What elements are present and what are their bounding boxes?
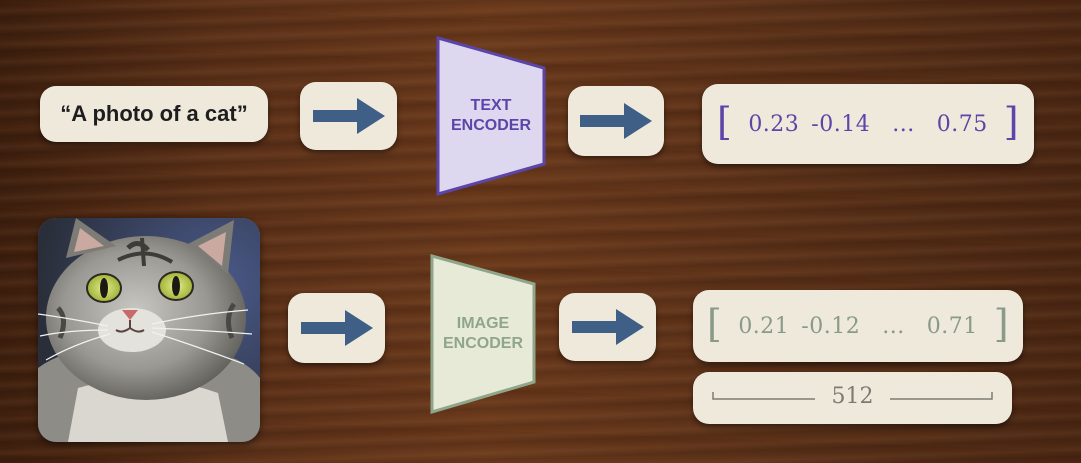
text-embedding-value-3: 0.75 [936, 111, 988, 137]
dimension-card: 512 [693, 372, 1012, 424]
arrow-card-text-out [568, 86, 664, 156]
left-bracket: [ [706, 302, 723, 346]
image-embedding-value-2: -0.12 [801, 313, 861, 339]
image-encoder-shape [430, 254, 536, 414]
right-arrow-icon [312, 98, 385, 134]
image-embedding-value-1: 0.21 [738, 313, 790, 339]
text-input-card: “A photo of a cat” [40, 86, 268, 142]
text-encoder-line1: TEXT [470, 97, 512, 114]
image-encoder-line2: ENCODER [442, 335, 523, 352]
image-encoder: IMAGE ENCODER [428, 254, 538, 414]
right-bracket: ] [993, 302, 1010, 346]
image-embedding-value-3: 0.71 [926, 313, 978, 339]
image-encoder-line1: IMAGE [456, 315, 510, 332]
text-encoder-label: TEXT ENCODER [434, 96, 548, 136]
dimension-brace [712, 392, 993, 400]
image-embedding-card: [ 0.21 -0.12 ... 0.71 ] [693, 290, 1023, 362]
text-embedding-card: [ 0.23 -0.14 ... 0.75 ] [702, 84, 1034, 164]
text-embedding-value-1: 0.23 [748, 111, 800, 137]
text-encoder: TEXT ENCODER [434, 36, 548, 196]
dimension-label: 512 [831, 384, 874, 409]
right-arrow-icon [300, 310, 373, 346]
text-encoder-line2: ENCODER [450, 117, 531, 134]
cat-image [38, 218, 260, 442]
text-encoder-shape [436, 36, 546, 196]
left-bracket: [ [716, 100, 733, 144]
arrow-card-image-in [288, 293, 385, 363]
arrow-card-image-out [559, 293, 656, 361]
image-encoder-label: IMAGE ENCODER [428, 314, 538, 354]
text-embedding-value-2: -0.14 [811, 111, 871, 137]
text-embedding-ellipsis: ... [892, 111, 915, 137]
right-arrow-icon [571, 309, 644, 345]
cat-photo [38, 218, 260, 442]
image-embedding-ellipsis: ... [882, 313, 905, 339]
right-arrow-icon [580, 103, 652, 139]
text-input-label: “A photo of a cat” [60, 101, 248, 126]
right-bracket: ] [1003, 100, 1020, 144]
arrow-card-text-in [300, 82, 397, 150]
